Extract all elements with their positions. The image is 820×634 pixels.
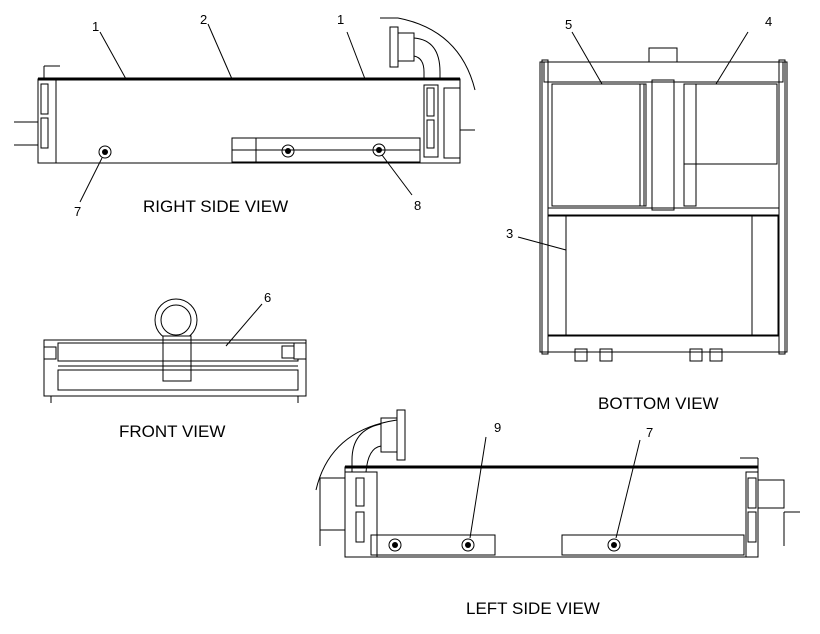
right-side-view — [14, 17, 476, 203]
callout-bottom-3: 3 — [506, 226, 513, 241]
front-view — [43, 298, 307, 403]
callout-right-1b: 1 — [337, 12, 344, 27]
left-side-view-title: LEFT SIDE VIEW — [466, 599, 600, 618]
bottom-view-title: BOTTOM VIEW — [598, 394, 719, 413]
bottom-view — [517, 31, 788, 362]
right-side-view-title: RIGHT SIDE VIEW — [143, 197, 288, 216]
front-view-title: FRONT VIEW — [119, 422, 225, 441]
callout-right-1a: 1 — [92, 19, 99, 34]
callout-left-9: 9 — [494, 420, 501, 435]
callout-right-7: 7 — [74, 204, 81, 219]
callout-left-7: 7 — [646, 425, 653, 440]
callout-bottom-4: 4 — [765, 14, 772, 29]
callout-right-8: 8 — [414, 198, 421, 213]
callout-bottom-5: 5 — [565, 17, 572, 32]
callout-front-6: 6 — [264, 290, 271, 305]
callout-right-2: 2 — [200, 12, 207, 27]
left-side-view — [315, 409, 800, 558]
